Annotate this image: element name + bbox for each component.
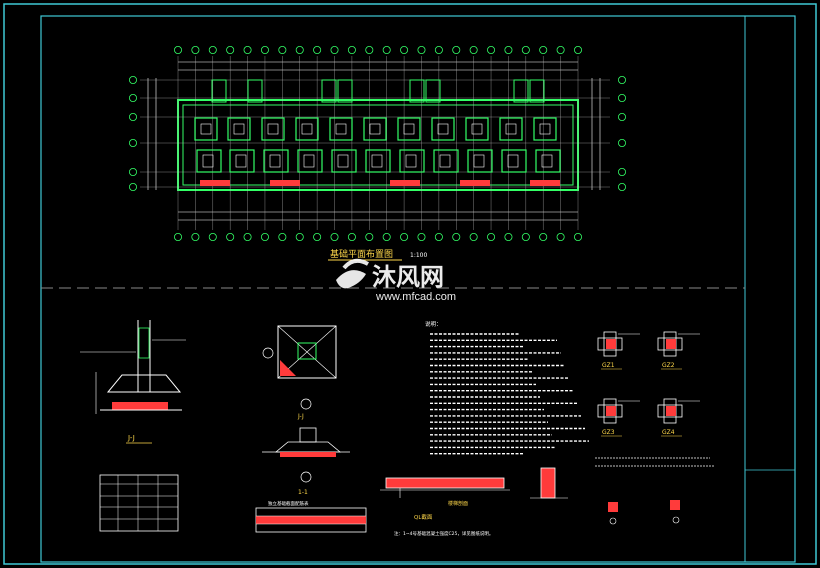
- section-jj-label: J-J: [127, 434, 135, 442]
- gz-column-4: GZ4: [657, 398, 700, 437]
- footing-plan-detail: J-J 1-1: [262, 325, 350, 496]
- foundation-plan: 基础平面布置图 1:100: [128, 46, 627, 261]
- stair-caption: 楼梯剖面: [448, 500, 468, 507]
- gz-column-1: GZ1: [597, 331, 640, 370]
- schedule-table-left: [99, 474, 179, 532]
- gz-label: GZ3: [602, 429, 615, 436]
- gz-label: GZ1: [602, 362, 615, 369]
- beam-detail: 楼梯剖面 QL截面: [380, 477, 510, 521]
- section-11-label: 1-1: [298, 489, 308, 496]
- watermark: 沐风网 www.mfcad.com: [336, 258, 456, 303]
- plan-jj-label: J-J: [297, 413, 304, 420]
- schedule-table-right: 独立基础截面配筋表: [255, 500, 367, 533]
- inner-frame: [40, 15, 796, 563]
- column-section-detail: [530, 467, 568, 499]
- small-details: [608, 500, 680, 525]
- watermark-logo-icon: [336, 258, 369, 289]
- gz-label: GZ2: [662, 362, 675, 369]
- footnote: 注：1~4号基础混凝土强度C25，详见图纸说明。: [394, 530, 493, 537]
- plan-scale: 1:100: [410, 252, 427, 259]
- notes-heading: 说明：: [425, 320, 442, 328]
- watermark-cn: 沐风网: [372, 263, 444, 291]
- gz-column-2: GZ2: [657, 331, 700, 370]
- gz-label: GZ4: [662, 429, 675, 436]
- notes-block: 说明：: [425, 320, 589, 455]
- section-jj-detail: J-J: [80, 320, 186, 444]
- beam-caption: QL截面: [414, 513, 433, 521]
- outer-frame: [3, 3, 817, 565]
- gz-column-3: GZ3: [597, 398, 640, 437]
- column-notes: [595, 457, 715, 467]
- watermark-url: www.mfcad.com: [375, 291, 456, 303]
- plan-title: 基础平面布置图: [330, 248, 393, 260]
- table-caption: 独立基础截面配筋表: [268, 500, 309, 507]
